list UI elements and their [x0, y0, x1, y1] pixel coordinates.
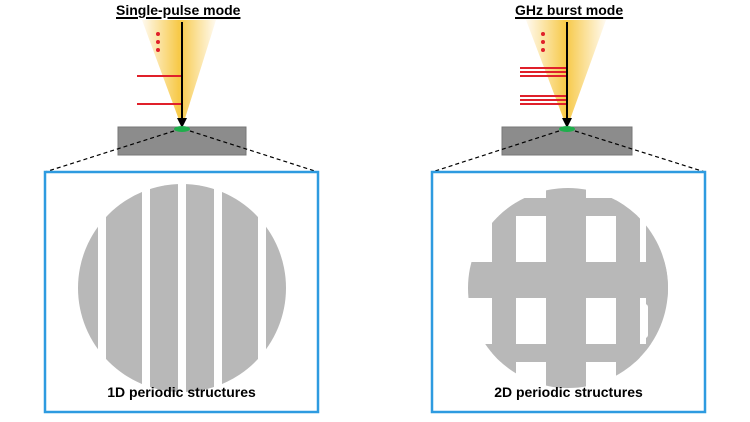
ghz-burst-mode-title: GHz burst mode [515, 2, 624, 18]
1d-stripes [78, 184, 286, 392]
zoom-line-right [189, 130, 319, 173]
zoom-line-left [431, 130, 560, 173]
down-arrow [562, 22, 572, 128]
laser-spot [174, 126, 190, 132]
single-pulse-panel [43, 20, 320, 414]
2d-structures-caption: 2D periodic structures [494, 384, 643, 400]
zoom-line-left [44, 130, 175, 173]
burst-pulse-group-1 [520, 67, 567, 77]
pulse-train-dots [541, 32, 545, 52]
2d-lattice-holes [516, 228, 648, 338]
single-pulse-mode-title: Single-pulse mode [116, 2, 241, 18]
laser-beam-cone [142, 20, 216, 128]
laser-spot [559, 126, 575, 132]
zoom-line-right [574, 130, 706, 173]
ghz-burst-panel [430, 20, 707, 414]
2d-lattice [468, 188, 668, 388]
down-arrow [177, 22, 187, 128]
pulse-train-dots [156, 32, 160, 52]
burst-pulse-group-2 [520, 95, 567, 105]
1d-structures-caption: 1D periodic structures [107, 384, 256, 400]
